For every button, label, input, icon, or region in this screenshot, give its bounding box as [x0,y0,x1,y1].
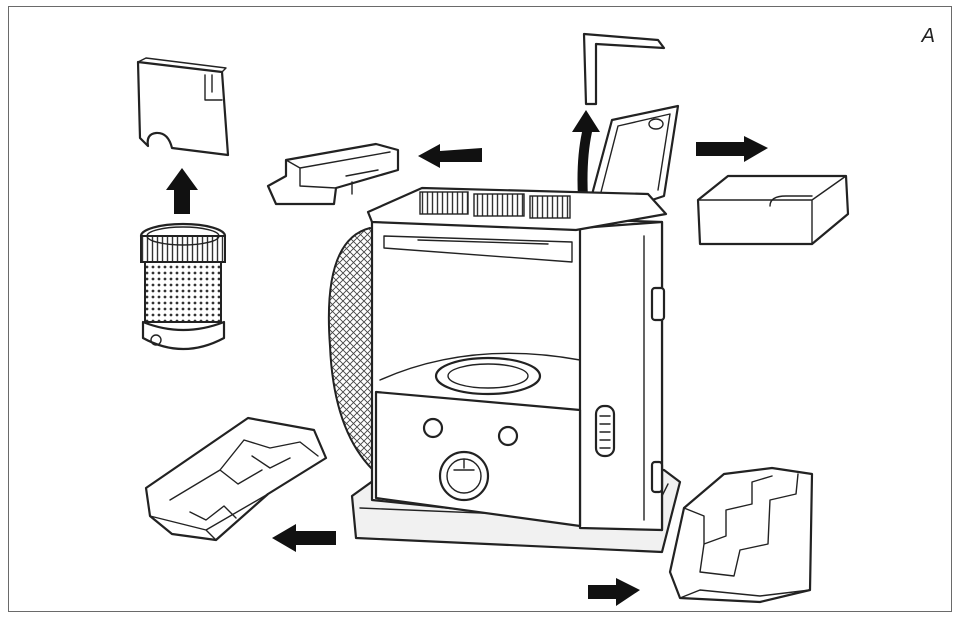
foam-packing-right-part [668,466,814,604]
chimney-cover-part [136,57,230,157]
foam-block-top-right-part [696,174,850,246]
figure-label: A [921,25,935,47]
heater-body [327,186,682,554]
arrow-up-curved-icon [572,110,600,198]
arrow-right-bottom-icon [588,578,640,606]
wick-burner-part [139,222,227,351]
arrow-up-left-icon [166,168,198,214]
arrow-left-top-icon [418,144,482,168]
arrow-right-top-icon [696,136,768,162]
arrow-left-bottom-icon [272,524,336,552]
tank-lid-part [588,104,680,206]
l-shaped-rod-part [582,32,666,106]
foam-packing-left-part [144,416,328,542]
top-frame-bracket-part [266,142,400,206]
